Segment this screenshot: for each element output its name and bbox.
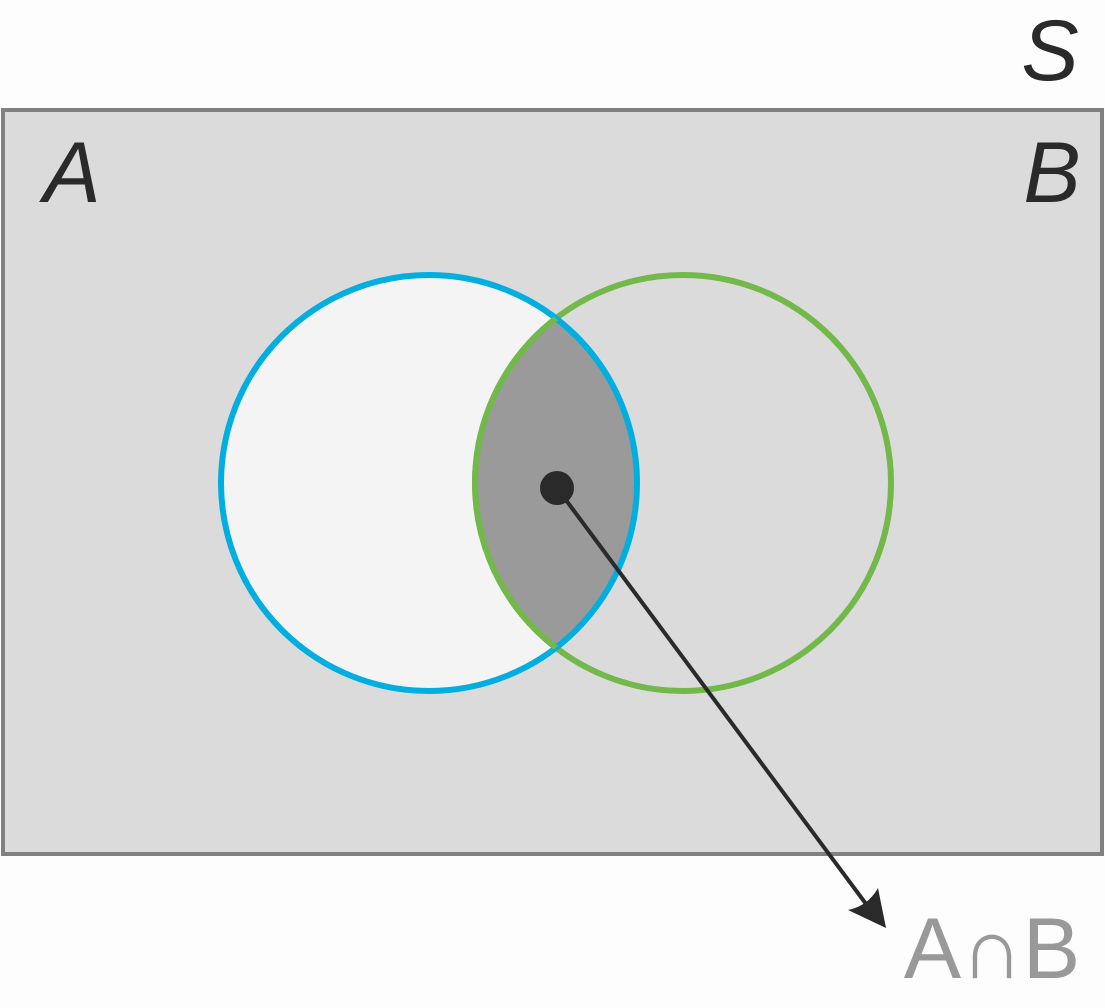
universe-label: S (1021, 3, 1078, 99)
intersection-region (475, 275, 637, 691)
intersection-label: A∩B (904, 901, 1081, 997)
set-b-inner-arc (472, 275, 637, 691)
arrowhead-icon (848, 888, 886, 928)
set-b-label: B (1023, 125, 1080, 221)
intersection-point (540, 471, 574, 505)
set-a-circle (218, 272, 640, 694)
intersection-arrow-line (555, 486, 874, 914)
set-a-label: A (38, 125, 100, 221)
